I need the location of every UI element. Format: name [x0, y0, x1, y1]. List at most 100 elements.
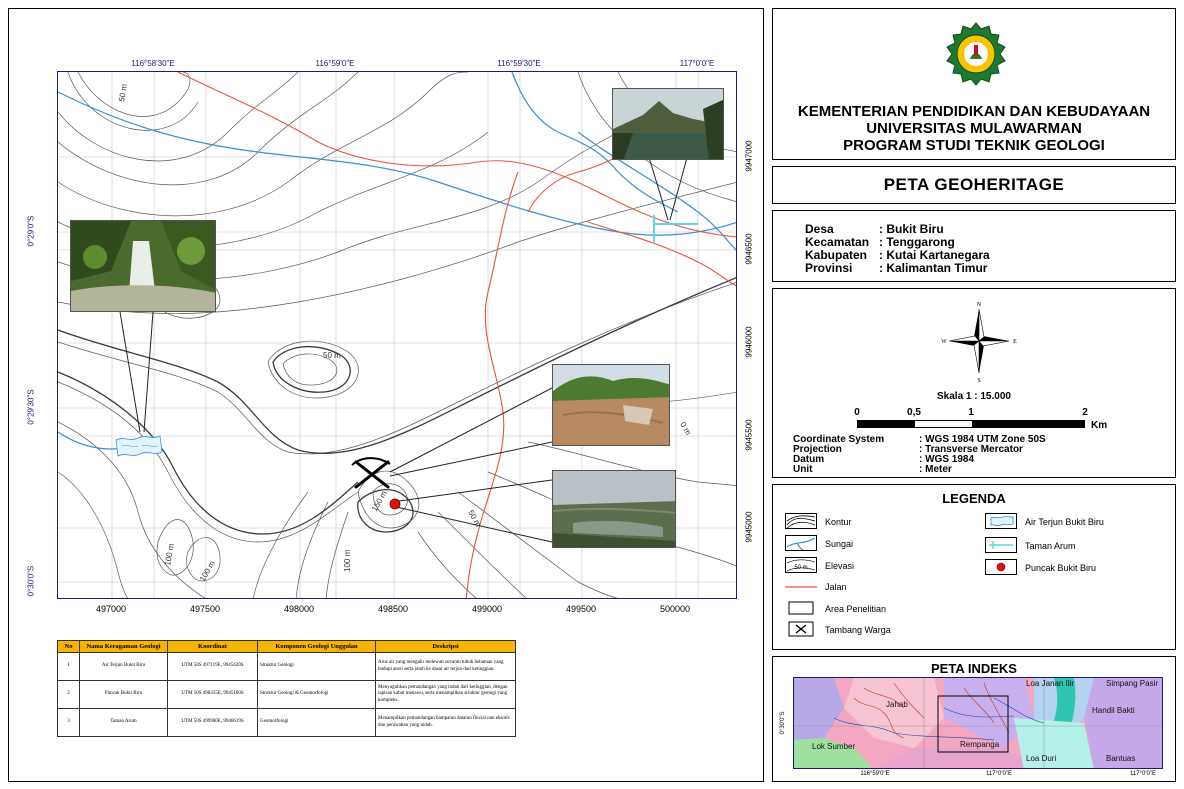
contour-legend-icon	[785, 513, 817, 529]
map-title: PETA GEOHERITAGE	[883, 175, 1065, 194]
compass-scale-panel: N S E W Skala 1 : 15.000 0 0,5 1 2 Km Co…	[772, 288, 1176, 478]
crs-row: Coordinate System : WGS 1984 UTM Zone 50S	[793, 435, 1046, 445]
photo-tambang[interactable]	[552, 364, 670, 446]
table-row: 2 Puncak Bukit Biru UTM 50S 498355E, 994…	[57, 680, 516, 709]
rivers	[58, 72, 736, 450]
index-place-label: Loa Duri	[1026, 754, 1057, 763]
compass-e: E	[1013, 339, 1017, 345]
peak-legend-icon	[985, 559, 1017, 575]
table-row: 3 Taman Arum UTM 50S 499960E, 9946619S G…	[57, 708, 516, 737]
index-place-label: Bantuas	[1106, 754, 1136, 763]
index-coord-label: 0°30'0"S	[780, 711, 786, 735]
scale-tick: 0,5	[907, 407, 921, 418]
crs-value: : WGS 1984	[919, 454, 975, 465]
right-coord-label: 9946000	[744, 326, 754, 358]
table-cell: UTM 50S 497119E, 9945420S	[167, 652, 258, 681]
index-place-label: Lok Sumber	[812, 742, 856, 751]
geoheritage-table: No Nama Keragaman Geologi Koordinat Komp…	[57, 640, 516, 737]
table-cell: UTM 50S 498355E, 9945100S	[167, 680, 258, 709]
table-cell: Air Terjun Bukit Biru	[79, 652, 168, 681]
index-place-label: Rempanga	[960, 740, 1000, 749]
table-cell: Arus air yang mengalir melewati suvantu …	[375, 652, 516, 681]
crs-row: Unit: Meter	[793, 465, 952, 475]
index-place-label: Simpang Pasir	[1106, 679, 1159, 688]
top-coord-label: 116°58'30"E	[131, 59, 175, 68]
bottom-coord-label: 498000	[283, 604, 315, 614]
bottom-coord-label: 497000	[95, 604, 127, 614]
crs-label: Projection	[793, 444, 842, 455]
leader-lines	[119, 153, 689, 543]
crs-value: : WGS 1984 UTM Zone 50S	[919, 434, 1046, 445]
compass-s: S	[977, 378, 980, 383]
legend-label: Taman Arum	[1025, 541, 1076, 551]
index-contours	[58, 277, 736, 535]
left-coord-label: 0°30'0"S	[26, 565, 36, 597]
location-label: Kecamatan	[805, 235, 870, 249]
bottom-coord-label: 499500	[565, 604, 597, 614]
location-value: : Kutai Kartanegara	[879, 248, 990, 262]
top-coord-label: 116°59'30"E	[497, 59, 541, 68]
river-legend-icon	[785, 535, 817, 551]
waterfall-legend-icon	[985, 513, 1017, 529]
photo-air-terjun[interactable]	[70, 220, 216, 312]
index-coord-label: 116°59'0"E	[860, 771, 890, 777]
location-label: Desa	[805, 222, 834, 236]
institution-title: KEMENTERIAN PENDIDIKAN DAN KEBUDAYAAN UN…	[773, 103, 1175, 154]
table-header: No	[57, 640, 80, 653]
university-logo-icon	[946, 22, 1006, 86]
photo-taman-arum[interactable]	[612, 88, 724, 160]
legend-label: Kontur	[825, 517, 852, 527]
compass-rose-icon: N S E W	[941, 302, 1017, 383]
legend-label: Air Terjun Bukit Biru	[1025, 517, 1104, 527]
contour-label: 50 m	[117, 83, 129, 102]
index-place-label: Handil Bakti	[1092, 706, 1135, 715]
table-header: Nama Keragaman Geologi	[79, 640, 168, 653]
map-frame[interactable]: 50 m 50 m 150 m 50 m 100 m 100 m 100 m 0…	[57, 71, 737, 599]
crs-label: Unit	[793, 464, 813, 475]
contour-label: 50 m	[323, 351, 341, 360]
legend-panel: LEGENDA Kontur Sungai 50 m Elevasi Jalan…	[772, 484, 1176, 650]
map-title-panel: PETA GEOHERITAGE	[772, 166, 1176, 204]
table-header: Komponen Geologi Unggulan	[257, 640, 376, 653]
table-row: 1 Air Terjun Bukit Biru UTM 50S 497119E,…	[57, 652, 516, 681]
bottom-coord-label: 498500	[377, 604, 409, 614]
table-cell: 1	[57, 652, 80, 681]
elevation-symbol-text: 50 m	[794, 565, 807, 571]
table-cell: Geomorfologi	[257, 708, 376, 737]
legend-label: Puncak Bukit Biru	[1025, 563, 1097, 573]
location-row: Desa: Bukit Biru	[805, 223, 944, 235]
table-cell: Menyuguhkan pemandangan yang indah dari …	[375, 680, 516, 709]
right-coord-label: 9945000	[744, 511, 754, 543]
table-cell: Puncak Bukit Biru	[79, 680, 168, 709]
legend-label: Jalan	[825, 582, 847, 592]
crs-row: Datum: WGS 1984	[793, 455, 974, 465]
index-map-title: PETA INDEKS	[931, 661, 1017, 676]
title-panel: KEMENTERIAN PENDIDIKAN DAN KEBUDAYAAN UN…	[772, 8, 1176, 160]
scale-tick: 0	[854, 407, 860, 418]
contour-label: 100 m	[343, 549, 352, 572]
road-legend-icon	[785, 586, 817, 588]
index-coord-label: 117°0'0"E	[1130, 771, 1156, 777]
mining-legend-icon	[788, 621, 814, 637]
legend-label: Sungai	[825, 539, 854, 549]
compass-w: W	[941, 339, 947, 345]
legend-label: Tambang Warga	[825, 625, 891, 635]
index-map[interactable]: Loa Janan Ilir Simpang Pasir Jahab Handi…	[793, 677, 1163, 769]
scale-tick: 1	[968, 407, 974, 418]
right-coord-label: 9947000	[744, 140, 754, 172]
left-coord-label: 0°29'30"S	[26, 389, 36, 425]
table-cell: 3	[57, 708, 80, 737]
location-label: Provinsi	[805, 261, 853, 275]
contour-label: 100 m	[163, 543, 176, 567]
index-coord-label: 117°0'0"E	[986, 771, 1012, 777]
bottom-coord-label: 497500	[189, 604, 221, 614]
waterfall-symbol	[115, 435, 163, 457]
photo-puncak[interactable]	[552, 470, 676, 548]
index-map-panel: PETA INDEKS Loa Janan	[772, 656, 1176, 782]
index-map-canvas[interactable]	[794, 678, 1163, 769]
elevation-legend-icon: 50 m	[785, 557, 817, 573]
crs-label: Coordinate System	[793, 434, 885, 445]
table-cell: UTM 50S 499960E, 9946619S	[167, 708, 258, 737]
table-cell: Menampilkan pemandangan hamparan dataran…	[375, 708, 516, 737]
map-sheet: 116°58'30"E 116°59'0"E 116°59'30"E 117°0…	[8, 8, 764, 782]
